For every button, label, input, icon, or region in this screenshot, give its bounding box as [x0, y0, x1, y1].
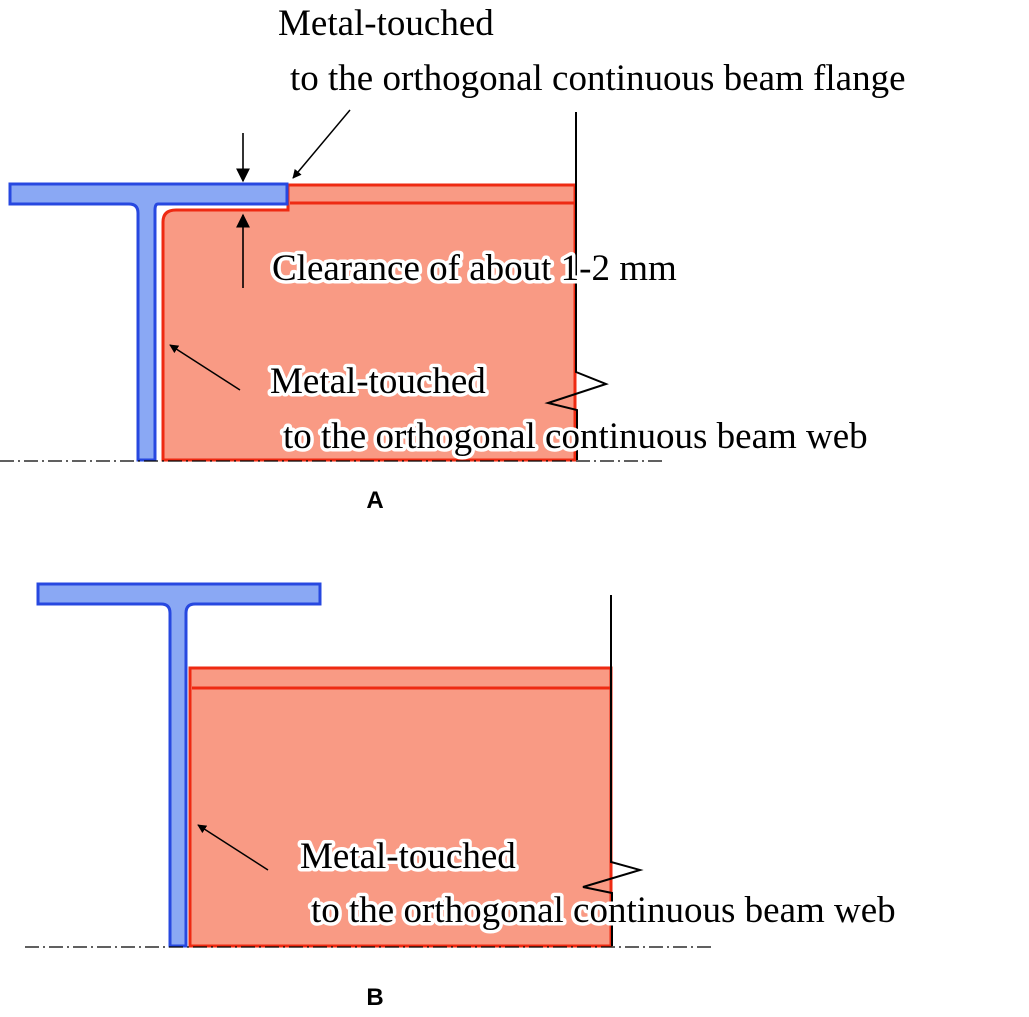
panel-a-label: A — [366, 487, 383, 514]
panel-a-flange-leader-arrow — [292, 109, 351, 179]
panel-a-web-leader-arrow — [169, 344, 241, 391]
panel-b-web-leader-arrow — [197, 824, 269, 871]
panel-b-web-note-line1: Metal-touched — [300, 836, 516, 877]
panel-a-clearance-note: Clearance of about 1-2 mm — [272, 248, 677, 289]
panel-a-break-line — [544, 112, 609, 460]
panel-b-orthogonal-beam — [36, 582, 322, 948]
panel-b-label: B — [366, 984, 383, 1011]
panel-a: Metal-touched to the orthogonal continuo… — [0, 0, 909, 514]
panel-b: Metal-touched to the orthogonal continuo… — [25, 582, 899, 1011]
panel-a-stiffener-plate — [161, 183, 577, 462]
panel-a-flange-note-line2: to the orthogonal continuous beam flange — [290, 58, 906, 99]
panel-b-break-line — [582, 595, 644, 946]
panel-a-web-note-line2: to the orthogonal continuous beam web — [283, 416, 868, 457]
panel-a-orthogonal-beam — [8, 182, 289, 462]
panel-b-web-note-line2: to the orthogonal continuous beam web — [311, 890, 896, 931]
panel-a-flange-note-line1: Metal-touched — [278, 3, 494, 44]
panel-a-web-note-line1: Metal-touched — [270, 361, 486, 402]
